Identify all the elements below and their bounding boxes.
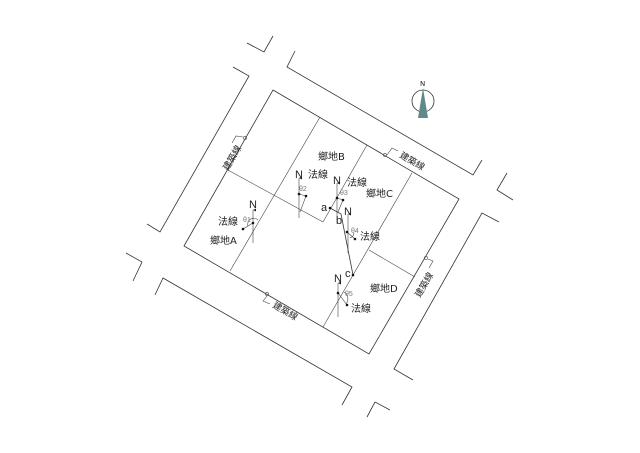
building-line-bottom: 建築線 [262, 292, 300, 323]
normal-label: 法線 [347, 176, 367, 189]
angle-label: θ2 [299, 186, 307, 193]
angle-label: θ4 [351, 228, 359, 235]
lot-line [229, 116, 321, 272]
angle-label: θ3 [340, 190, 348, 197]
angle-label: θ5 [345, 291, 353, 298]
lot-b-label: 鄉地B [318, 150, 345, 163]
building-line-label: 建築線 [412, 270, 436, 299]
road-edges [125, 35, 514, 418]
road-right-edge [393, 212, 500, 381]
normal-label: 法線 [308, 168, 328, 181]
point-a-label: a [321, 202, 328, 214]
angle-marker-1: N θ1 法線 [218, 199, 259, 243]
angle-marker-3: N θ3 法線 [333, 175, 367, 222]
building-line-right: 建築線 [412, 256, 436, 300]
boundary-line-abc [329, 207, 354, 276]
north-label: N [295, 169, 303, 181]
lot-line [225, 168, 324, 223]
north-label: N [249, 199, 257, 211]
lot-c-label: 鄉地C [366, 187, 393, 200]
road-corner-bl [125, 252, 143, 282]
road-corner-tl [246, 35, 274, 53]
north-label: N [344, 206, 352, 218]
building-line-top: 建築線 [383, 147, 427, 173]
road-left-edge [146, 66, 250, 233]
block-outline [183, 89, 460, 355]
angle-label: θ1 [243, 217, 251, 224]
lot-d-label: 鄉地D [370, 282, 398, 295]
road-top-edge [286, 50, 483, 176]
building-line-label: 建築線 [398, 149, 427, 173]
compass-needle-icon [418, 88, 428, 118]
point-c-label: c [345, 268, 351, 280]
point-b-label: b [336, 215, 342, 227]
road-bottom-edge [154, 277, 353, 406]
north-label: N [333, 175, 341, 187]
normal-label: 法線 [351, 302, 371, 315]
angle-marker-5: N θ5 法線 [334, 273, 371, 317]
building-line-left: 建築線 [220, 135, 247, 173]
road-corner-tr [496, 172, 514, 201]
normal-label: 法線 [360, 230, 380, 243]
compass-north-label: N [420, 80, 425, 88]
lot-a-label: 鄉地A [210, 234, 237, 247]
point-a [328, 206, 332, 210]
point-c [351, 273, 355, 277]
north-label: N [334, 273, 342, 285]
road-corner-br [366, 401, 391, 418]
normal-label: 法線 [218, 215, 238, 228]
compass-rose: N [411, 80, 435, 118]
building-line-label: 建築線 [220, 143, 244, 172]
angle-marker-2: N θ2 法線 [295, 168, 328, 218]
lot-line [368, 249, 416, 278]
angle-marker-4: N θ4 法線 [344, 206, 380, 253]
